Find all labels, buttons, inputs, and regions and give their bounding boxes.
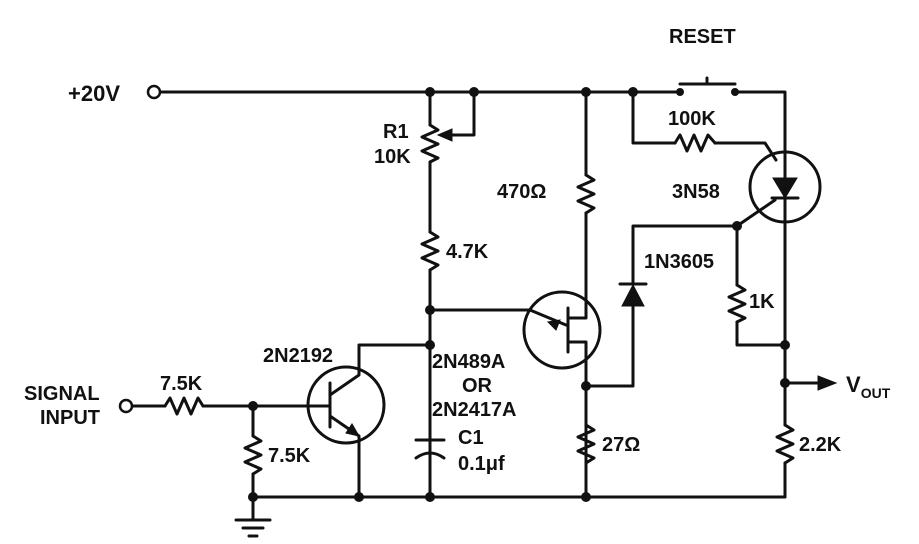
- capacitor-c1: [414, 438, 446, 460]
- supply-label: +20V: [68, 81, 120, 106]
- r-1k-label: 1K: [749, 291, 775, 313]
- npn-transistor: [306, 343, 432, 499]
- r-2k2-label: 2.2K: [799, 434, 842, 456]
- vout-label: VOUT: [846, 372, 891, 401]
- npn-label: 2N2192: [263, 345, 333, 367]
- ujt-transistor: [428, 288, 602, 499]
- r-100k-label: 100K: [668, 108, 716, 130]
- junction-dots: [248, 87, 790, 502]
- resistor-470: [576, 90, 596, 292]
- vout-output: [783, 375, 838, 391]
- signal-label-line1: SIGNAL: [24, 383, 100, 405]
- ujt-label-line1: 2N489A: [432, 351, 505, 373]
- ground-rail: [234, 461, 787, 538]
- diode-1n3605: [584, 224, 739, 388]
- ujt-label-line2: OR: [462, 375, 493, 397]
- supply-rail: [146, 84, 787, 162]
- r1-name-label: R1: [383, 121, 409, 143]
- scr-label: 3N58: [672, 181, 720, 203]
- vout-subscript: OUT: [861, 385, 891, 401]
- signal-input: [118, 396, 312, 416]
- resistor-7k5-shunt: [243, 404, 263, 499]
- resistor-2k2: [775, 423, 795, 499]
- signal-terminal: [118, 398, 134, 414]
- reset-label: RESET: [669, 26, 736, 48]
- resistor-1k: [727, 224, 787, 427]
- r-27-label: 27Ω: [602, 434, 640, 456]
- vout-main: V: [846, 372, 861, 397]
- cap-name-label: C1: [458, 427, 484, 449]
- scr-3n58: [735, 150, 822, 347]
- r-in-shunt-label: 7.5K: [268, 445, 311, 467]
- signal-label-line2: INPUT: [40, 407, 100, 429]
- supply-terminal: [146, 84, 162, 100]
- r1-value-label: 10K: [374, 146, 411, 168]
- cap-value-label: 0.1μf: [458, 453, 505, 475]
- diode-label: 1N3605: [644, 251, 714, 273]
- r-470-label: 470Ω: [497, 181, 546, 203]
- ujt-label-line3: 2N2417A: [432, 399, 517, 421]
- r-in-series-label: 7.5K: [160, 373, 203, 395]
- reset-switch[interactable]: [676, 76, 739, 96]
- r-4k7-label: 4.7K: [446, 241, 489, 263]
- resistor-27: [576, 423, 596, 465]
- r1-potentiometer: [420, 90, 476, 234]
